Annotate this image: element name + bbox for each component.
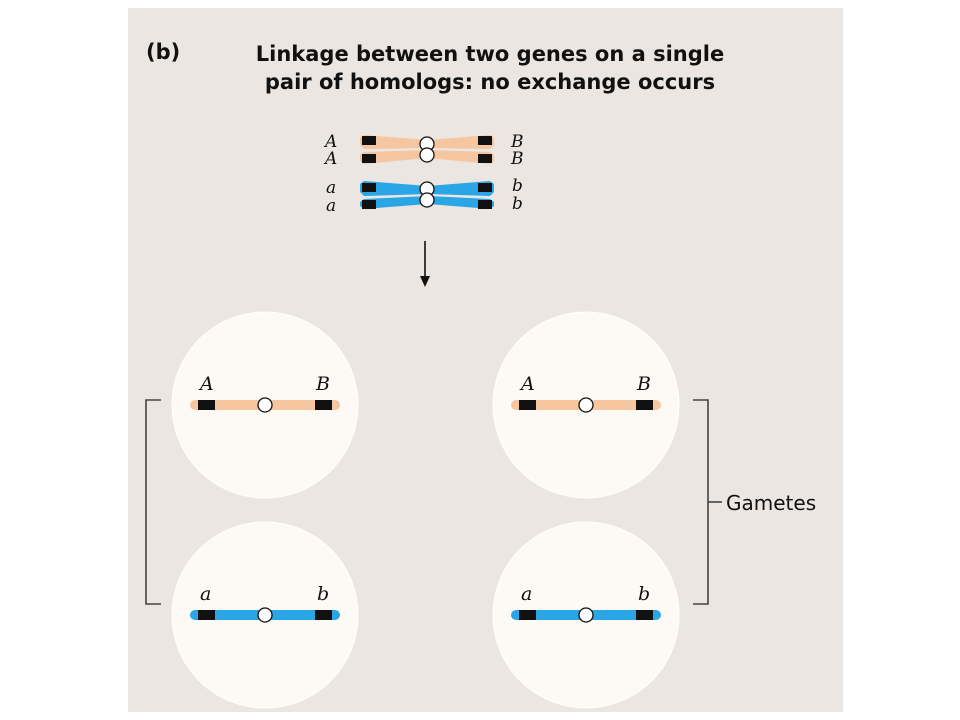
tetrad-chromatid-a2-right: [428, 196, 494, 209]
gene-band: [478, 200, 492, 209]
tetrad-right-label: b: [512, 194, 523, 214]
panel-label: (b): [146, 40, 181, 64]
gene-band: [478, 136, 492, 145]
gamete-chromosome-bottom-right: [511, 607, 661, 623]
figure-title: Linkage between two genes on a single pa…: [250, 40, 730, 96]
tetrad-right-label: B: [511, 132, 524, 152]
title-line-1: Linkage between two genes on a single: [255, 42, 725, 66]
tetrad-right-label: B: [511, 149, 524, 169]
gamete-right-allele: B: [637, 373, 651, 395]
tetrad-right-label: b: [512, 176, 523, 196]
tetrad-chromatid-A1: [360, 135, 428, 149]
tetrad-chromatid-a2: [360, 196, 428, 209]
tetrad-chromatid-A2-right: [428, 150, 494, 164]
centromere: [419, 147, 435, 163]
tetrad-chromatid-a1-right: [428, 181, 494, 196]
gene-band: [362, 200, 376, 209]
gene-band: [362, 154, 376, 163]
gamete-left-allele: A: [200, 373, 214, 395]
gamete-left-allele: a: [200, 583, 212, 605]
centromere: [419, 192, 435, 208]
gamete-left-allele: A: [521, 373, 535, 395]
left-bracket: [145, 399, 161, 605]
gene-band: [478, 183, 492, 192]
gametes-label: Gametes: [726, 491, 817, 515]
gamete-chromosome-bottom-left: [190, 607, 340, 623]
tetrad-chromatid-a1: [360, 181, 428, 196]
gamete-chromosome-top-right: [511, 397, 661, 413]
tetrad-left-label: A: [325, 149, 338, 169]
tetrad: [360, 135, 494, 209]
title-line-2: pair of homologs: no exchange occurs: [264, 70, 716, 94]
diagram-canvas: [145, 135, 722, 709]
tetrad-left-label: a: [326, 196, 337, 216]
gene-band: [362, 183, 376, 192]
figure-panel: (b) Linkage between two genes on a singl…: [128, 8, 843, 712]
gamete-right-allele: b: [317, 583, 330, 605]
right-bracket: [693, 399, 709, 605]
gamete-chromosome-top-left: [190, 397, 340, 413]
gamete-right-allele: B: [316, 373, 330, 395]
tetrad-left-label: a: [326, 178, 337, 198]
gamete-left-allele: a: [521, 583, 533, 605]
gene-band: [362, 136, 376, 145]
gamete-right-allele: b: [638, 583, 651, 605]
tetrad-left-label: A: [325, 132, 338, 152]
tetrad-chromatid-A2: [360, 150, 428, 164]
down-arrow-icon: [420, 241, 430, 287]
gene-band: [478, 154, 492, 163]
tetrad-chromatid-A1-right: [428, 135, 494, 149]
